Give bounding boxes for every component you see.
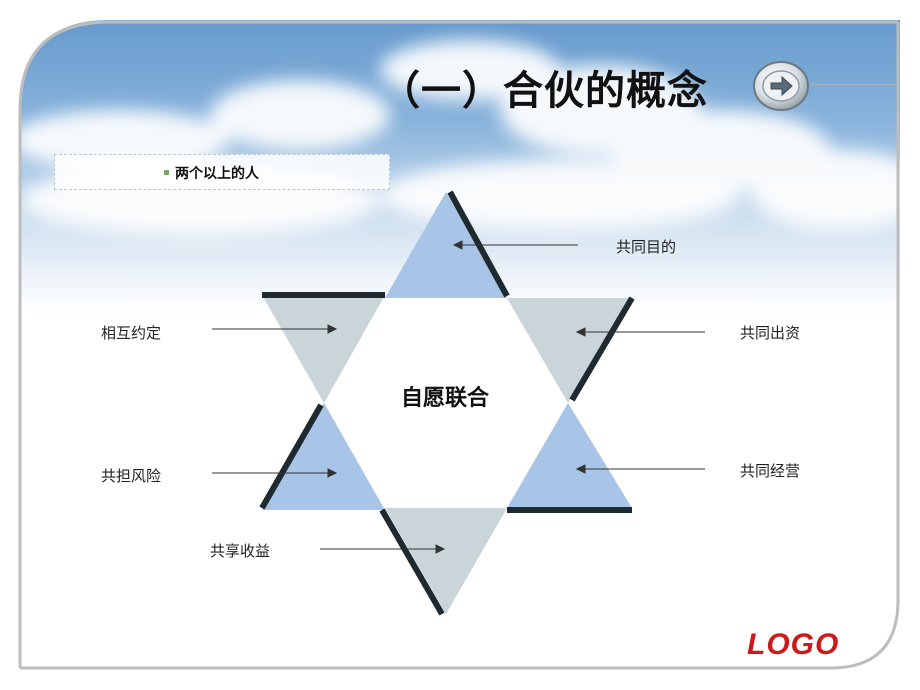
bullet-marker [164,170,169,175]
label-mid-left: 相互约定 [101,324,162,342]
bullet-text: 两个以上的人 [175,166,259,182]
logo: LOGO [747,628,840,661]
triangle-lower-left [262,403,385,510]
center-hexagon [324,298,568,508]
label-low-right: 共同经营 [740,462,801,480]
triangle-bottom [385,508,507,614]
triangle-top-edge [447,190,510,298]
bullet-box: 两个以上的人 [54,154,390,190]
next-slide-button[interactable] [752,57,810,115]
arrowhead-mid-left [327,324,338,334]
triangle-top [385,192,507,298]
arrow-right-icon [753,61,809,111]
triangle-lower-left-edge [259,403,324,510]
page-title: （一）合伙的概念 [380,68,708,114]
title-divider [810,84,900,85]
triangle-upper-right [507,298,632,403]
triangle-upper-right-edge [569,296,635,402]
arrowhead-mid-right [575,327,586,337]
triangle-upper-left [262,295,385,403]
triangle-lower-right [507,403,632,508]
arrowhead-low-right [575,464,586,474]
label-mid-right: 共同出资 [740,324,801,342]
arrowhead-bottom [435,544,446,554]
arrowhead-top [452,240,463,250]
label-low-left: 共担风险 [101,467,162,485]
triangle-bottom-edge [379,508,445,616]
label-bottom: 共享收益 [210,542,271,560]
center-label: 自愿联合 [400,386,490,411]
arrowhead-low-left [327,468,338,478]
label-top-right: 共同目的 [616,238,677,256]
